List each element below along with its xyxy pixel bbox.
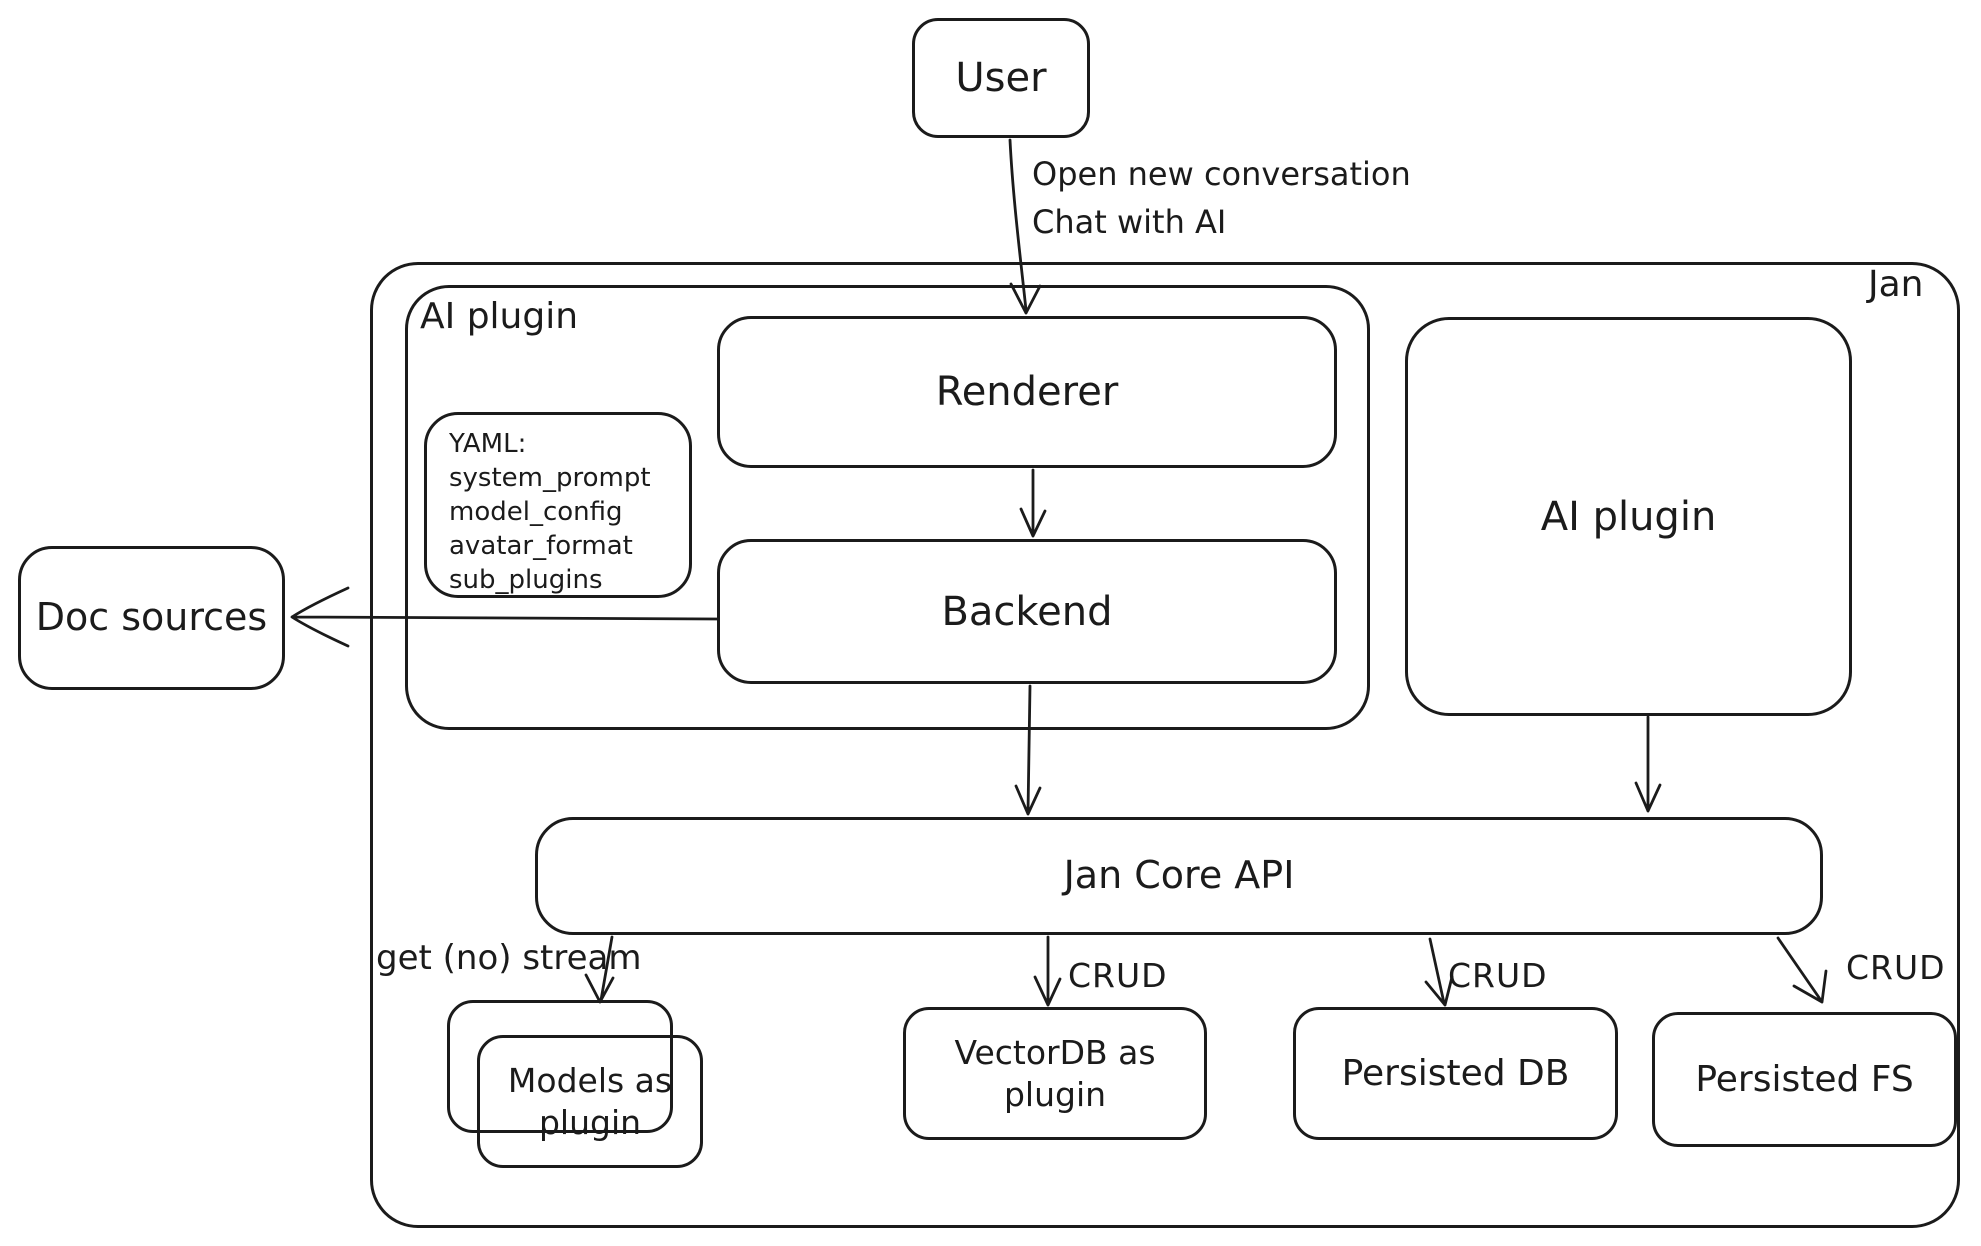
node-models-as-plugin-label: Models as plugin bbox=[507, 1061, 673, 1142]
node-backend: Backend bbox=[717, 539, 1337, 684]
node-backend-label: Backend bbox=[941, 588, 1113, 635]
node-ai-plugin-right: AI plugin bbox=[1405, 317, 1852, 716]
container-ai-plugin bbox=[405, 285, 1370, 730]
node-jan-core-api: Jan Core API bbox=[535, 817, 1823, 935]
edge-label-crud-vectordb: CRUD bbox=[1068, 956, 1168, 995]
node-vectordb-as-plugin-label: VectorDB as plugin bbox=[954, 1033, 1156, 1114]
node-vectordb-as-plugin: VectorDB as plugin bbox=[903, 1007, 1207, 1140]
node-persisted-fs: Persisted FS bbox=[1652, 1012, 1957, 1147]
node-renderer: Renderer bbox=[717, 316, 1337, 468]
node-doc-sources: Doc sources bbox=[18, 546, 285, 690]
node-persisted-fs-label: Persisted FS bbox=[1695, 1059, 1914, 1100]
node-user-label: User bbox=[955, 55, 1047, 101]
edge-label-crud-persisted-db: CRUD bbox=[1448, 956, 1548, 995]
node-jan-core-api-label: Jan Core API bbox=[1063, 853, 1295, 898]
node-models-as-plugin: Models as plugin bbox=[477, 1035, 703, 1168]
node-yaml-note: YAML: system_prompt model_config avatar_… bbox=[424, 412, 692, 598]
edge-label-crud-persisted-fs: CRUD bbox=[1846, 948, 1946, 987]
edge-label-get-no-stream: get (no) stream bbox=[376, 938, 642, 978]
node-persisted-db-label: Persisted DB bbox=[1341, 1053, 1570, 1094]
node-models-as-plugin-back bbox=[447, 1000, 673, 1133]
container-jan bbox=[370, 262, 1960, 1228]
node-doc-sources-label: Doc sources bbox=[35, 595, 268, 640]
node-ai-plugin-right-label: AI plugin bbox=[1540, 493, 1717, 540]
node-renderer-label: Renderer bbox=[935, 369, 1119, 415]
container-ai-plugin-label: AI plugin bbox=[420, 296, 579, 337]
yaml-note-text: YAML: system_prompt model_config avatar_… bbox=[449, 429, 651, 595]
edge-label-user-flow: Open new conversation Chat with AI bbox=[1032, 155, 1411, 241]
container-jan-label: Jan bbox=[1868, 264, 1924, 305]
node-persisted-db: Persisted DB bbox=[1293, 1007, 1618, 1140]
node-user: User bbox=[912, 18, 1090, 138]
